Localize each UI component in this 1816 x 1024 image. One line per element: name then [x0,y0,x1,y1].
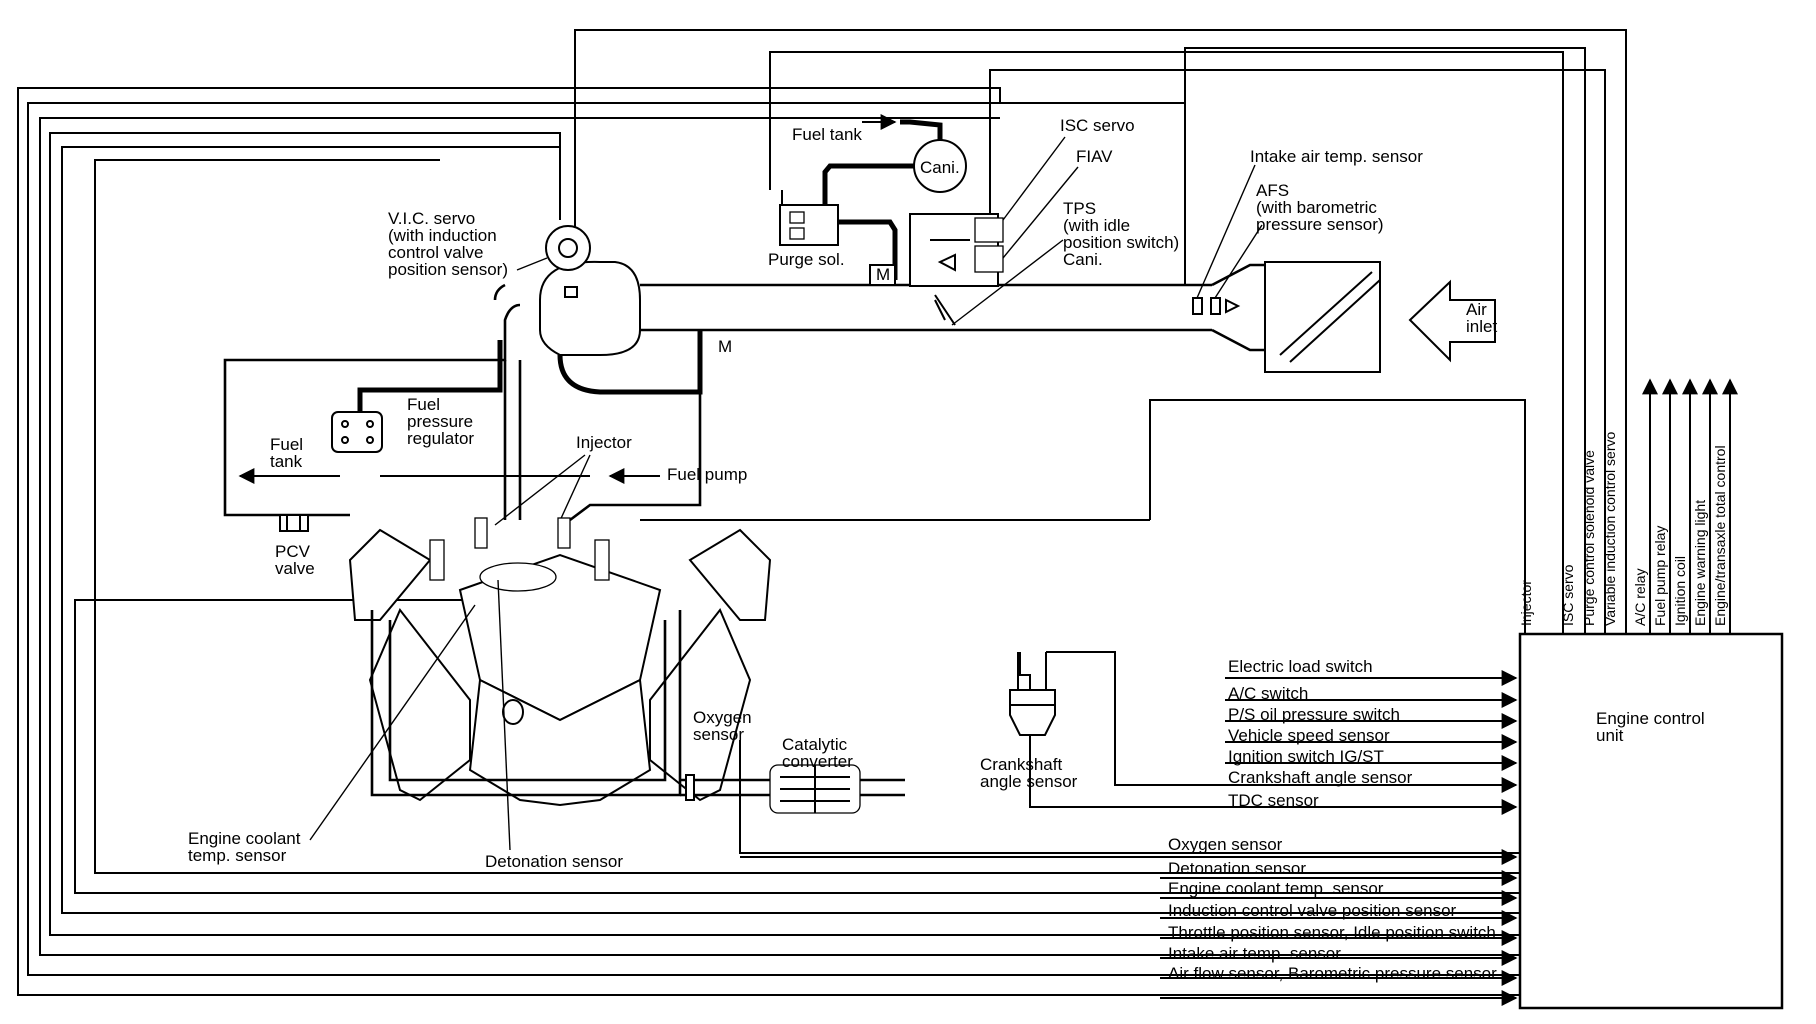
output-label-engine-warning-light: Engine warning light [1692,500,1708,626]
oxygen-sensor [685,774,695,801]
ecu-switch-input-labels: Electric load switch A/C switch P/S oil … [1228,657,1413,810]
fiav-label: FIAV [1076,147,1113,166]
input-label-crankshaft-angle: Crankshaft angle sensor [1228,768,1413,787]
injector-label: Injector [576,433,632,452]
input-label-tdc-sensor: TDC sensor [1228,791,1319,810]
isc-servo-label: ISC servo [1060,116,1135,135]
input-label-ps-oil-pressure: P/S oil pressure switch [1228,705,1400,724]
input-label-ignition-switch: Ignition switch IG/ST [1228,747,1384,766]
fuel-pressure-regulator [331,411,383,453]
detonation-sensor-label: Detonation sensor [485,852,623,871]
m-label-upper: M [876,265,890,284]
intake-tract [700,261,1496,373]
output-label-injector: Injector [1518,580,1534,626]
input-label-oxygen-sensor: Oxygen sensor [1168,835,1283,854]
input-label-throttle-position: Throttle position sensor, Idle position … [1168,923,1496,942]
input-label-vehicle-speed: Vehicle speed sensor [1228,726,1390,745]
engine-control-unit-box [1518,632,1784,1010]
fuel-tank-top-label: Fuel tank [792,125,862,144]
output-label-variable-induction: Variable induction control servo [1602,431,1618,626]
exhaust-system [680,764,905,814]
output-label-fuel-pump-relay: Fuel pump relay [1652,526,1668,626]
purge-solenoid [779,190,898,280]
ecu-sensor-input-labels: Oxygen sensor Detonation sensor Engine c… [1168,835,1497,983]
output-label-ac-relay: A/C relay [1632,568,1648,626]
fuel-pump-label: Fuel pump [667,465,747,484]
v6-engine [348,517,772,807]
intake-air-temp-sensor [1192,164,1263,315]
pcv-valve [279,514,309,532]
vic-servo [223,225,703,517]
intake-air-temp-sensor-label: Intake air temp. sensor [1250,147,1423,166]
output-label-isc-servo: ISC servo [1560,564,1576,626]
input-label-electric-load-switch: Electric load switch [1228,657,1373,676]
output-label-ignition-coil: Ignition coil [1672,556,1688,626]
input-label-coolant-temp: Engine coolant temp. sensor [1168,879,1384,898]
throttle-leader-lines [951,136,1079,326]
ecu-output-arrows [1642,378,1738,634]
m-box-upper [869,264,896,286]
input-label-air-flow: Air flow sensor, Barometric pressure sen… [1168,964,1497,983]
crankshaft-angle-sensor [1009,652,1056,736]
ecu-output-labels: Injector ISC servo Purge control solenoi… [1518,431,1728,626]
purge-sol-label: Purge sol. [768,250,845,269]
input-label-ac-switch: A/C switch [1228,684,1308,703]
ecu-switch-inputs [740,651,1518,1006]
throttle-body [909,213,1004,326]
input-label-detonation-sensor: Detonation sensor [1168,859,1306,878]
air-inlet-arrow [1408,279,1496,363]
m-label-lower: M [718,337,732,356]
canister-label: Cani. [920,158,960,177]
ecu-signal-wires [17,29,1627,996]
output-label-engine-transaxle: Engine/transaxle total control [1712,445,1728,626]
output-label-purge-control: Purge control solenoid valve [1581,450,1597,626]
input-label-intake-air-temp: Intake air temp. sensor [1168,944,1341,963]
input-label-induction-control: Induction control valve position sensor [1168,901,1457,920]
